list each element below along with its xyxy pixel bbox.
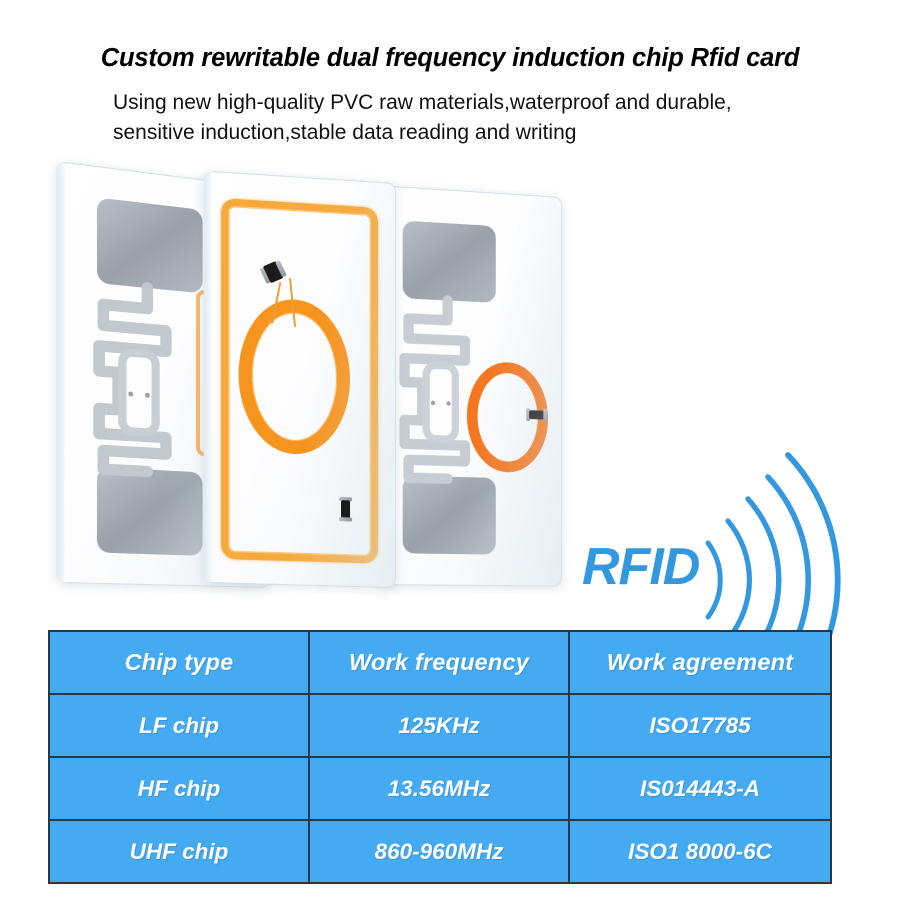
table-row: UHF chip 860-960MHz ISO1 8000-6C bbox=[48, 819, 832, 884]
hf-chip-icon bbox=[525, 408, 547, 422]
table-row: HF chip 13.56MHz IS014443-A bbox=[48, 756, 832, 821]
chip-contact-pad bbox=[542, 408, 547, 422]
dual-frequency-card bbox=[377, 185, 563, 587]
description-line-1: Using new high-quality PVC raw materials… bbox=[113, 91, 732, 114]
table-header-row: Chip type Work frequency Work agreement bbox=[48, 630, 832, 695]
column-header-work-agreement: Work agreement bbox=[568, 630, 832, 695]
rfid-logo: RFID bbox=[580, 445, 880, 715]
table-row: LF chip 125KHz ISO17785 bbox=[48, 693, 832, 758]
chip-contact-pad bbox=[339, 517, 353, 522]
page-title: Custom rewritable dual frequency inducti… bbox=[100, 44, 800, 72]
header-section: Custom rewritable dual frequency inducti… bbox=[0, 0, 900, 170]
cell-work-frequency: 125KHz bbox=[308, 693, 570, 758]
uhf-meander-antenna-icon bbox=[56, 197, 203, 556]
cell-work-frequency: 860-960MHz bbox=[308, 819, 570, 884]
product-description: Using new high-quality PVC raw materials… bbox=[113, 88, 853, 148]
product-illustration: RFID bbox=[0, 160, 900, 786]
column-header-chip-type: Chip type bbox=[48, 630, 310, 695]
cell-work-agreement: ISO17785 bbox=[568, 693, 832, 758]
cell-chip-type: UHF chip bbox=[48, 819, 310, 884]
cell-work-agreement: IS014443-A bbox=[568, 756, 832, 821]
cell-work-agreement: ISO1 8000-6C bbox=[568, 819, 832, 884]
cell-work-frequency: 13.56MHz bbox=[308, 756, 570, 821]
rfid-logo-text: RFID bbox=[582, 538, 700, 596]
chip-body bbox=[341, 499, 351, 519]
card-glass-edge bbox=[203, 170, 213, 584]
cell-chip-type: LF chip bbox=[48, 693, 310, 758]
hf-secondary-chip-icon bbox=[339, 496, 353, 522]
hf-card bbox=[203, 170, 396, 588]
specification-table: Chip type Work frequency Work agreement … bbox=[48, 630, 832, 884]
cell-chip-type: HF chip bbox=[48, 756, 310, 821]
column-header-work-frequency: Work frequency bbox=[308, 630, 570, 695]
uhf-meander-antenna-icon bbox=[377, 220, 496, 555]
chip-body bbox=[528, 410, 544, 420]
description-line-2: sensitive induction,stable data reading … bbox=[113, 121, 577, 144]
uhf-card bbox=[56, 160, 271, 588]
